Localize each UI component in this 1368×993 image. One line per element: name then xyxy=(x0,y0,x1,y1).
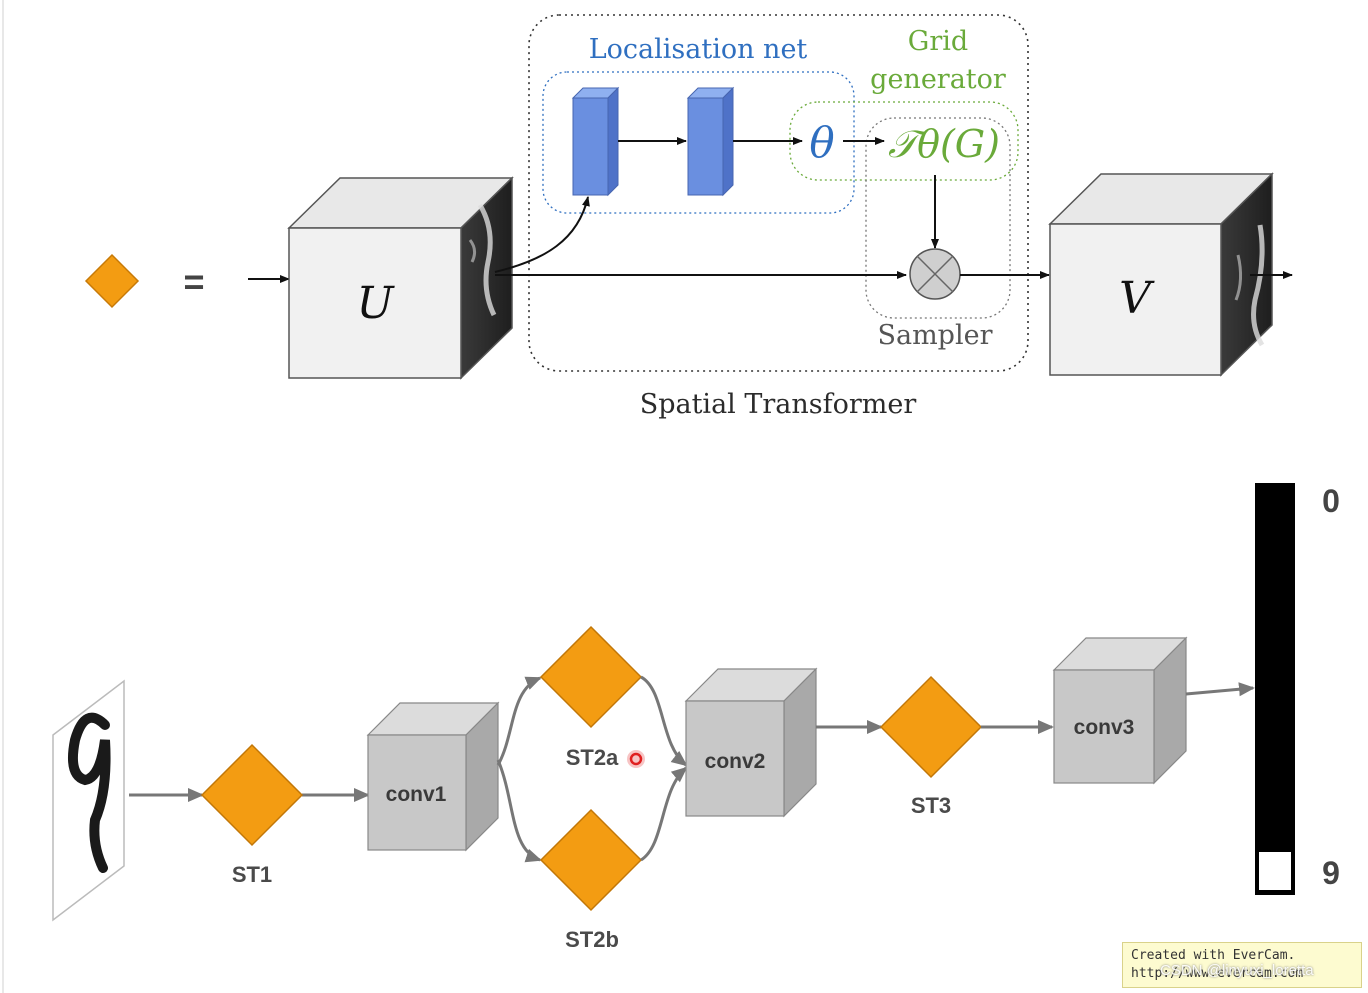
localisation-layer-2 xyxy=(686,86,735,197)
sampler-label: Sampler xyxy=(877,320,992,351)
watermark-line-2: http://www.evercam.com xyxy=(1131,966,1304,981)
input-cube-label: U xyxy=(356,278,395,329)
cursor-indicator xyxy=(627,750,645,768)
output-feature-map-v xyxy=(1048,172,1274,377)
output-bar-top-label: 0 xyxy=(1322,483,1340,519)
conv1-label: conv1 xyxy=(386,783,447,806)
output-probability-bar xyxy=(1255,483,1295,895)
input-digit-image xyxy=(52,679,125,922)
theta-symbol: θ xyxy=(809,118,834,167)
st2b-label: ST2b xyxy=(565,927,619,952)
sampler-multiply-icon xyxy=(909,248,961,300)
st1-diamond xyxy=(200,743,304,847)
st-legend-diamond xyxy=(84,253,140,309)
grid-generator-label-2: generator xyxy=(870,64,1006,95)
arrow-st2a-to-conv2 xyxy=(640,675,688,767)
st2a-diamond xyxy=(539,625,643,729)
u-to-localisation-arrow xyxy=(494,196,590,273)
st3-diamond xyxy=(879,675,983,779)
conv2-block xyxy=(684,667,818,818)
equals-sign: = xyxy=(183,261,204,302)
conv3-label: conv3 xyxy=(1074,716,1135,739)
st2b-diamond xyxy=(539,808,643,912)
csdn-credit: CSDN @linyuxi_loretta xyxy=(1160,962,1314,979)
conv2-label: conv2 xyxy=(705,750,766,773)
st1-label: ST1 xyxy=(232,862,272,887)
st2a-label: ST2a xyxy=(566,745,619,770)
arrow-conv1-to-st2a xyxy=(496,676,542,766)
conv1-block xyxy=(366,701,500,852)
output-cube-label: V xyxy=(1119,273,1155,324)
st3-label: ST3 xyxy=(911,793,951,818)
grid-generator-label-1: Grid xyxy=(908,26,968,57)
output-bar-bottom-label: 9 xyxy=(1322,855,1340,891)
evercam-watermark: Created with EverCam. http://www.evercam… xyxy=(1122,942,1362,988)
localisation-net-box xyxy=(542,71,855,214)
watermark-line-1: Created with EverCam. xyxy=(1131,948,1296,963)
input-feature-map-u xyxy=(287,176,514,380)
localisation-layer-1 xyxy=(571,86,620,197)
conv3-block xyxy=(1052,636,1188,785)
localisation-net-label: Localisation net xyxy=(589,34,808,65)
arrow-conv3-to-output xyxy=(1185,682,1255,697)
arrow-st2b-to-conv2 xyxy=(640,766,688,862)
spatial-transformer-caption: Spatial Transformer xyxy=(640,389,917,420)
grid-generator-box xyxy=(789,101,1019,181)
transform-label: 𝒯θ(G) xyxy=(888,122,1000,166)
arrow-conv1-to-st2b xyxy=(496,759,542,863)
